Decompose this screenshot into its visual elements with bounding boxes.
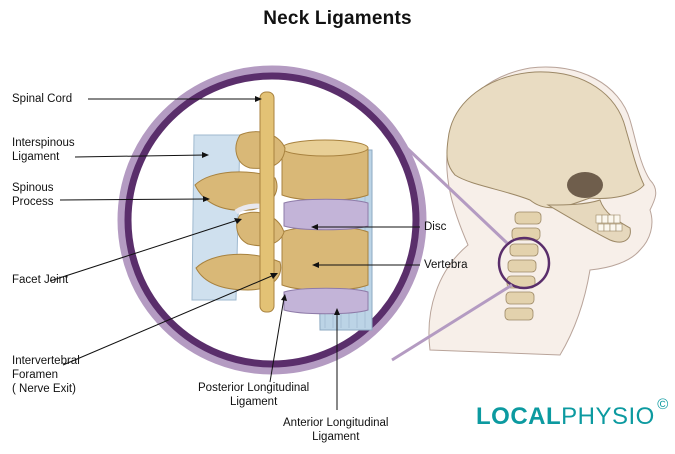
jaw [546,199,631,243]
diagram-title: Neck Ligaments [263,8,412,29]
label-spinous-process: Spinous Process [12,182,54,208]
skull [446,71,645,209]
label-disc: Disc [424,221,447,233]
zoom-connector-bottom [391,283,513,362]
label-vertebra: Vertebra [424,259,468,271]
eye-socket [567,172,603,198]
copyright-mark: © [657,396,669,413]
label-spinal-cord: Spinal Cord [12,93,73,105]
logo-word-local: LOCAL [476,403,562,430]
leader-arrowheads [202,96,340,315]
zoom-source-circle [497,236,551,290]
disc-shape [283,198,369,231]
cervical-spine [504,211,542,321]
brand-logo: LOCALPHYSIO© [476,396,668,431]
teeth [595,214,623,232]
spinal-cord [259,91,275,313]
leader-lines [49,98,420,410]
label-interspinous-ligament: Interspinous Ligament [12,137,75,163]
label-posterior-longitudinal-ligament: Posterior Longitudinal Ligament [198,382,310,408]
vertebral-bodies [281,139,369,291]
disc-lower [283,287,369,315]
label-facet-joint: Facet Joint [12,274,69,286]
logo-word-physio: PHYSIO [561,403,655,430]
label-anterior-longitudinal-ligament: Anterior Longitudinal Ligament [283,417,389,443]
label-intervertebral-foramen: Intervertebral Foramen ( Nerve Exit) [12,355,80,395]
